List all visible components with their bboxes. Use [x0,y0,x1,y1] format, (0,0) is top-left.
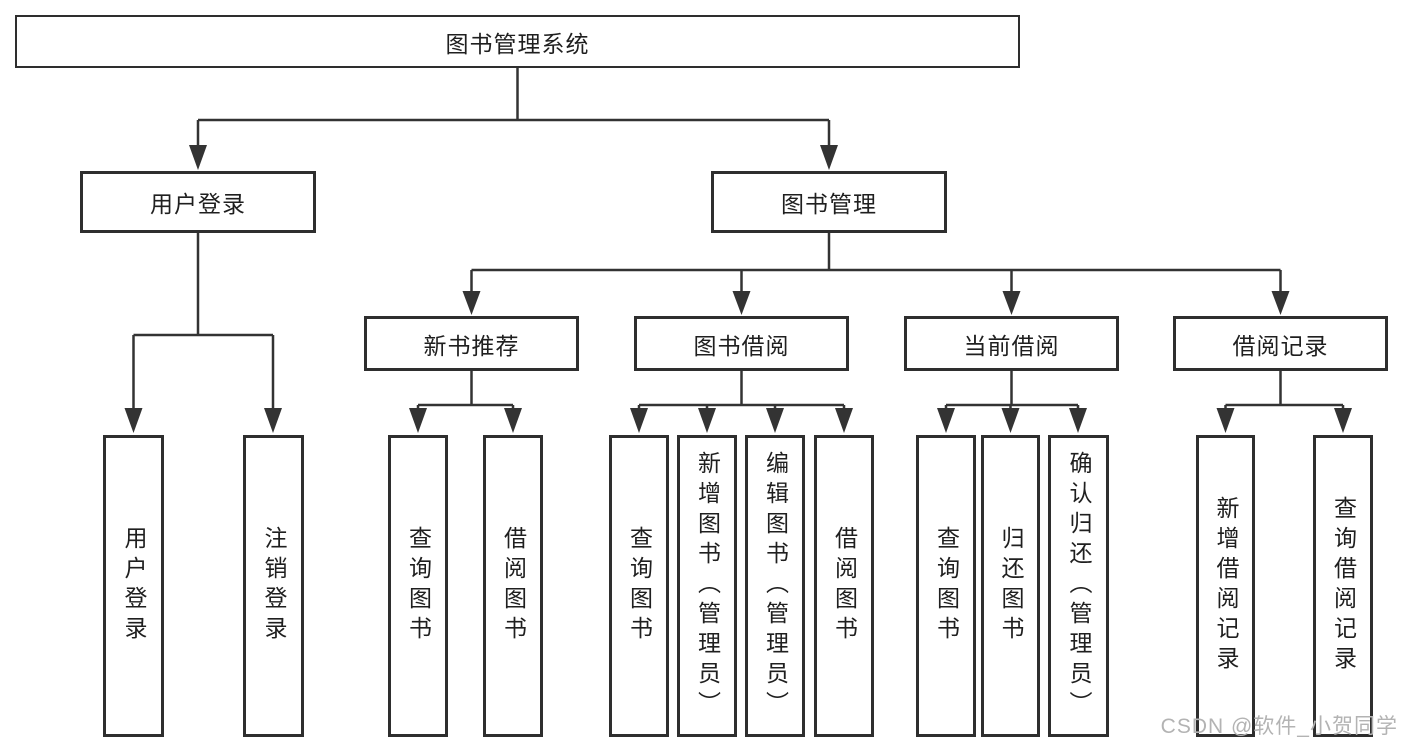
leaf-current-query-books: 查询图书 [916,435,976,737]
leaf-label: 注销登录 [261,526,287,646]
leaf-label: 新增借阅记录 [1213,496,1239,676]
watermark: CSDN @软件_小贺同学 [1160,715,1398,738]
node-borrow-records: 借阅记录 [1173,316,1388,371]
node-current-borrow: 当前借阅 [904,316,1119,371]
node-book-management: 图书管理 [711,171,947,233]
node-book-borrow: 图书借阅 [634,316,849,371]
leaf-borrow-borrow-books: 借阅图书 [814,435,874,737]
leaf-current-confirm-return-admin: 确认归还（管理员） [1048,435,1109,737]
leaf-records-add-borrow-record: 新增借阅记录 [1196,435,1255,737]
arrowhead-icons [124,145,1352,433]
node-label: 当前借阅 [963,332,1060,359]
node-new-book-recommend: 新书推荐 [364,316,579,371]
leaf-current-return-books: 归还图书 [981,435,1040,737]
leaf-label: 借阅图书 [500,526,527,646]
leaf-label: 新增图书（管理员） [694,451,721,721]
leaf-user-login: 用户登录 [103,435,164,737]
node-label: 用户登录 [150,191,246,217]
node-user-login: 用户登录 [80,171,316,233]
leaf-records-query-borrow-record: 查询借阅记录 [1313,435,1373,737]
leaf-label: 归还图书 [998,526,1024,646]
leaf-label: 用户登录 [121,526,147,646]
node-label: 图书管理 [781,191,877,217]
node-label: 图书管理系统 [445,30,590,57]
node-library-management-system: 图书管理系统 [15,15,1020,68]
leaf-label: 编辑图书（管理员） [762,451,789,721]
leaf-borrow-query-books: 查询图书 [609,435,669,737]
node-label: 借阅记录 [1232,332,1329,359]
leaf-label: 查询借阅记录 [1330,496,1357,676]
leaf-recommend-borrow-books: 借阅图书 [483,435,543,737]
leaf-label: 查询图书 [405,526,432,646]
leaf-label: 借阅图书 [831,526,858,646]
leaf-logout: 注销登录 [243,435,304,737]
node-label: 新书推荐 [423,332,520,359]
node-label: 图书借阅 [693,332,790,359]
leaf-recommend-query-books: 查询图书 [388,435,448,737]
leaf-borrow-edit-books-admin: 编辑图书（管理员） [745,435,805,737]
leaf-label: 查询图书 [626,526,653,646]
leaf-label: 查询图书 [933,526,960,646]
leaf-label: 确认归还（管理员） [1066,451,1092,721]
leaf-borrow-add-books-admin: 新增图书（管理员） [677,435,737,737]
